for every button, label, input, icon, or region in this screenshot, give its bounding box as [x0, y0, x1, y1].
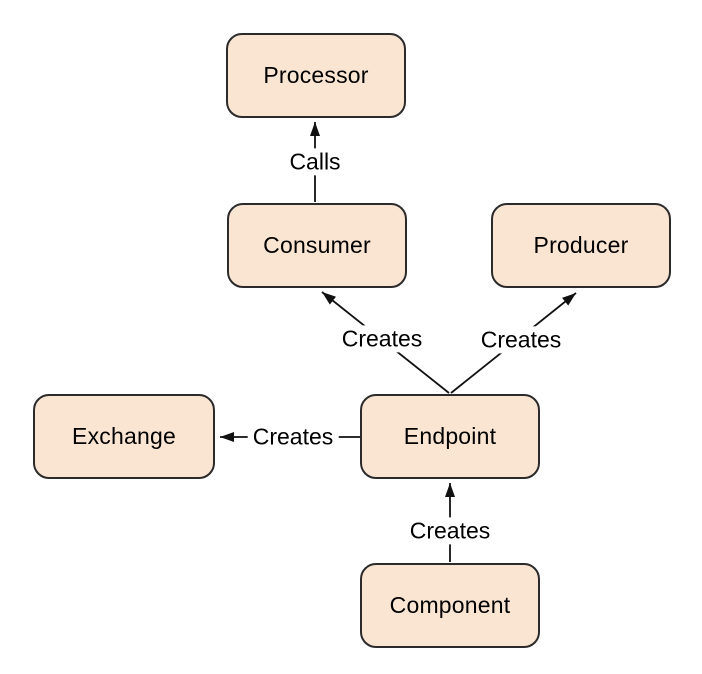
node-producer: Producer	[491, 203, 671, 288]
edge-label-calls: Calls	[284, 148, 346, 176]
node-consumer-label: Consumer	[263, 232, 371, 258]
node-component: Component	[360, 563, 540, 648]
node-exchange: Exchange	[33, 394, 215, 479]
node-consumer: Consumer	[227, 203, 407, 288]
node-endpoint-label: Endpoint	[403, 423, 497, 449]
node-exchange-label: Exchange	[72, 423, 176, 449]
node-processor-label: Processor	[263, 62, 369, 88]
node-component-label: Component	[389, 592, 511, 618]
edge-label-creates-consumer: Creates	[336, 325, 428, 353]
node-endpoint: Endpoint	[360, 394, 540, 479]
edge-label-creates-component: Creates	[404, 517, 496, 545]
edge-label-creates-producer: Creates	[475, 326, 567, 354]
node-processor: Processor	[226, 33, 406, 118]
edge-label-creates-exchange: Creates	[247, 423, 339, 451]
node-producer-label: Producer	[533, 232, 629, 258]
